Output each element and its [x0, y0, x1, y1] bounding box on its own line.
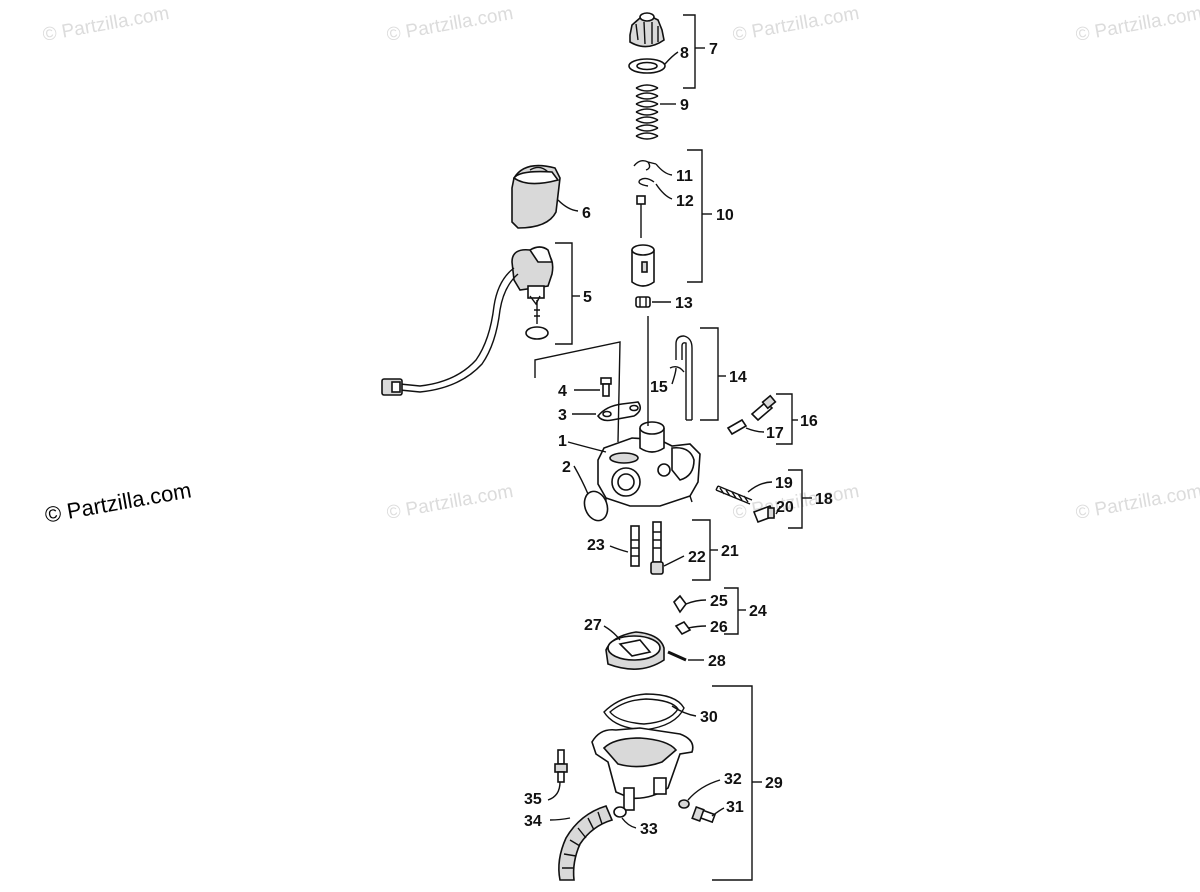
callout-1: 1 [558, 433, 567, 450]
part-washer [628, 58, 666, 74]
callout-27: 27 [584, 617, 602, 634]
part-drain-hose [558, 805, 614, 881]
callout-15: 15 [650, 379, 668, 396]
part-float-needle [672, 594, 692, 636]
callout-34: 34 [524, 813, 542, 830]
part-clip [633, 159, 657, 171]
callout-2: 2 [562, 459, 571, 476]
callout-35: 35 [524, 791, 542, 808]
callout-26: 26 [710, 619, 728, 636]
leader-lines [534, 14, 812, 881]
callout-5: 5 [583, 289, 592, 306]
part-cover [511, 164, 561, 229]
callout-12: 12 [676, 193, 694, 210]
part-pilot-jet [630, 525, 640, 567]
callout-31: 31 [726, 799, 744, 816]
part-retainer [638, 177, 655, 187]
part-o-ring [583, 490, 609, 522]
callout-32: 32 [724, 771, 742, 788]
callout-11: 11 [676, 168, 693, 185]
part-drain-screw [691, 805, 716, 824]
callout-21: 21 [721, 543, 739, 560]
part-spring [635, 84, 659, 140]
part-float-pin [667, 650, 687, 662]
callout-33: 33 [640, 821, 658, 838]
part-main-jet [650, 521, 664, 575]
callout-17: 17 [766, 425, 784, 442]
part-bolt [600, 377, 612, 397]
part-cap [629, 12, 665, 48]
part-drain-oring [678, 799, 690, 809]
part-carburetor-body [597, 421, 701, 507]
part-needle [636, 195, 646, 238]
callout-3: 3 [558, 407, 567, 424]
callout-7: 7 [709, 41, 718, 58]
callout-30: 30 [700, 709, 718, 726]
part-hose-clamp [613, 806, 627, 818]
part-hose-fitting [554, 749, 568, 783]
callout-23: 23 [587, 537, 605, 554]
callout-14: 14 [729, 369, 747, 386]
callout-9: 9 [680, 97, 689, 114]
part-float-bowl [591, 727, 694, 811]
callout-13: 13 [675, 295, 693, 312]
part-float [605, 631, 665, 670]
callout-22: 22 [688, 549, 706, 566]
callout-8: 8 [680, 45, 689, 62]
part-jet [635, 296, 651, 308]
part-idle-screw [726, 394, 777, 436]
callout-29: 29 [765, 775, 783, 792]
callout-20: 20 [776, 499, 794, 516]
part-gasket [603, 693, 685, 731]
callout-25: 25 [710, 593, 728, 610]
callout-24: 24 [749, 603, 767, 620]
callout-19: 19 [775, 475, 793, 492]
callout-18: 18 [815, 491, 833, 508]
part-throttle-slide [631, 244, 655, 287]
callout-10: 10 [716, 207, 734, 224]
part-tube [669, 335, 693, 421]
part-mixture-screw [715, 485, 776, 524]
callout-28: 28 [708, 653, 726, 670]
part-auto-choke [381, 246, 554, 396]
callout-4: 4 [558, 383, 567, 400]
callout-labels: 7 8 9 11 12 10 6 5 13 14 15 4 3 16 17 1 … [524, 41, 833, 838]
callout-16: 16 [800, 413, 818, 430]
callout-6: 6 [582, 205, 591, 222]
